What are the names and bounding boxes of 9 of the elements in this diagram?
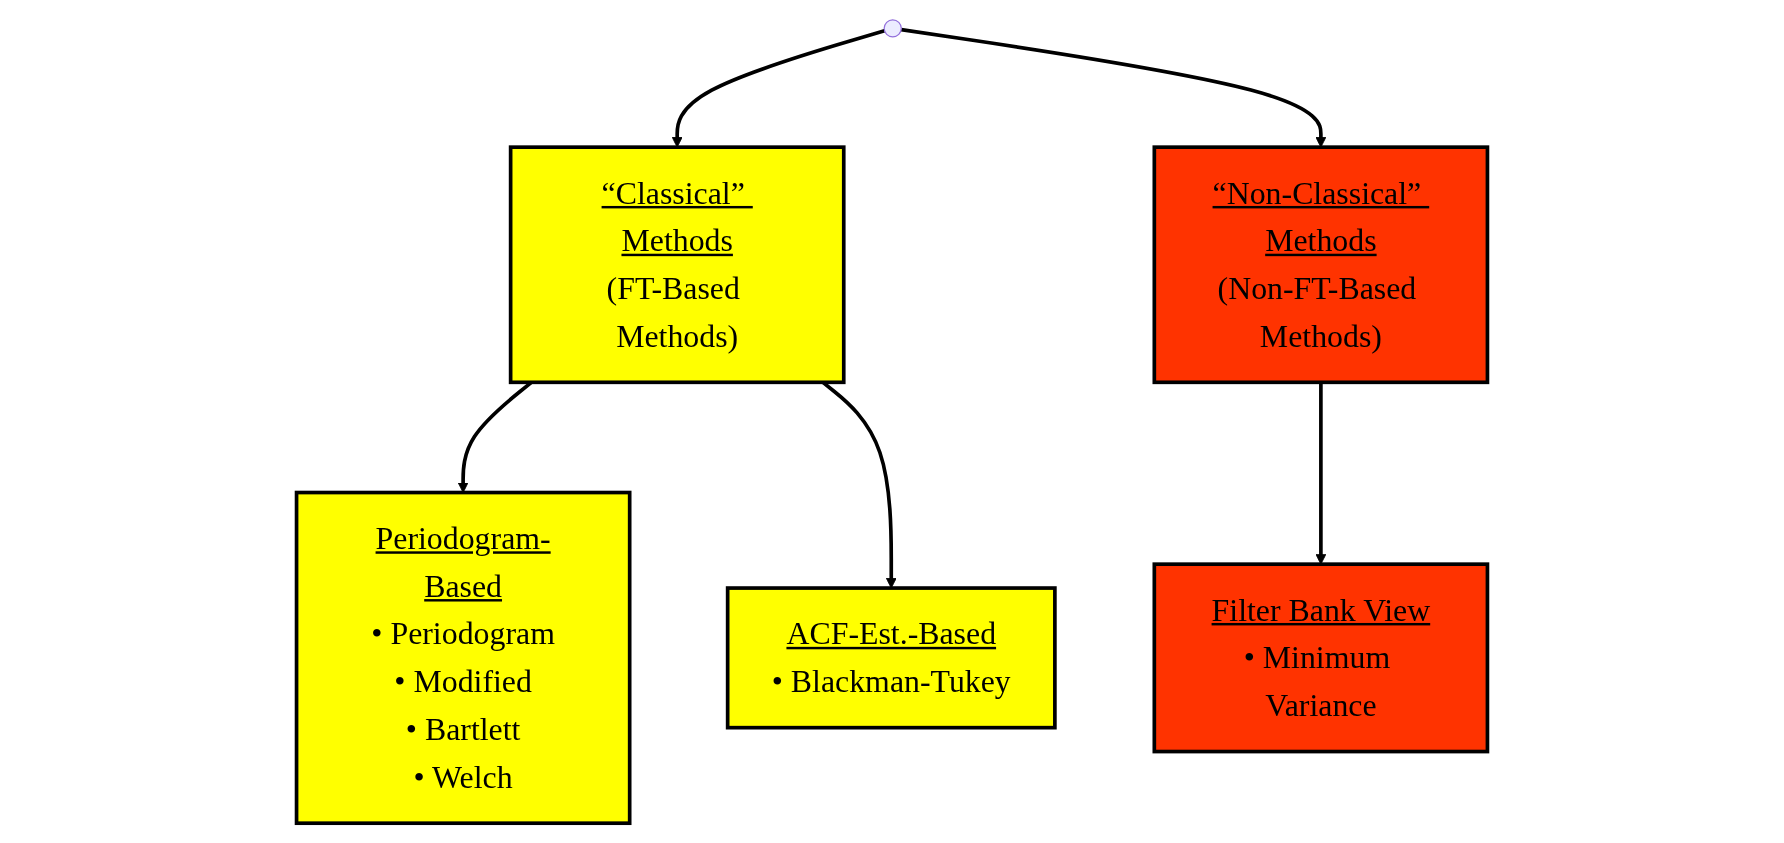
node-box: Filter Bank View • Minimum Variance: [1152, 562, 1490, 754]
node-box: Periodogram-Based • Periodogram • Modified • Bartlett • Welch: [294, 490, 632, 826]
arrow: [1315, 382, 1327, 565]
arrow: [900, 27, 1327, 148]
node-circle: [883, 19, 902, 38]
node-box: “Classical” Methods (FT-Based Methods): [508, 145, 846, 385]
node-box: “Non-Classical” Methods (Non-FT-Based Methods): [1152, 145, 1490, 385]
arrow: [671, 29, 886, 148]
node-box: ACF-Est.-Based • Blackman-Tukey: [725, 586, 1057, 730]
